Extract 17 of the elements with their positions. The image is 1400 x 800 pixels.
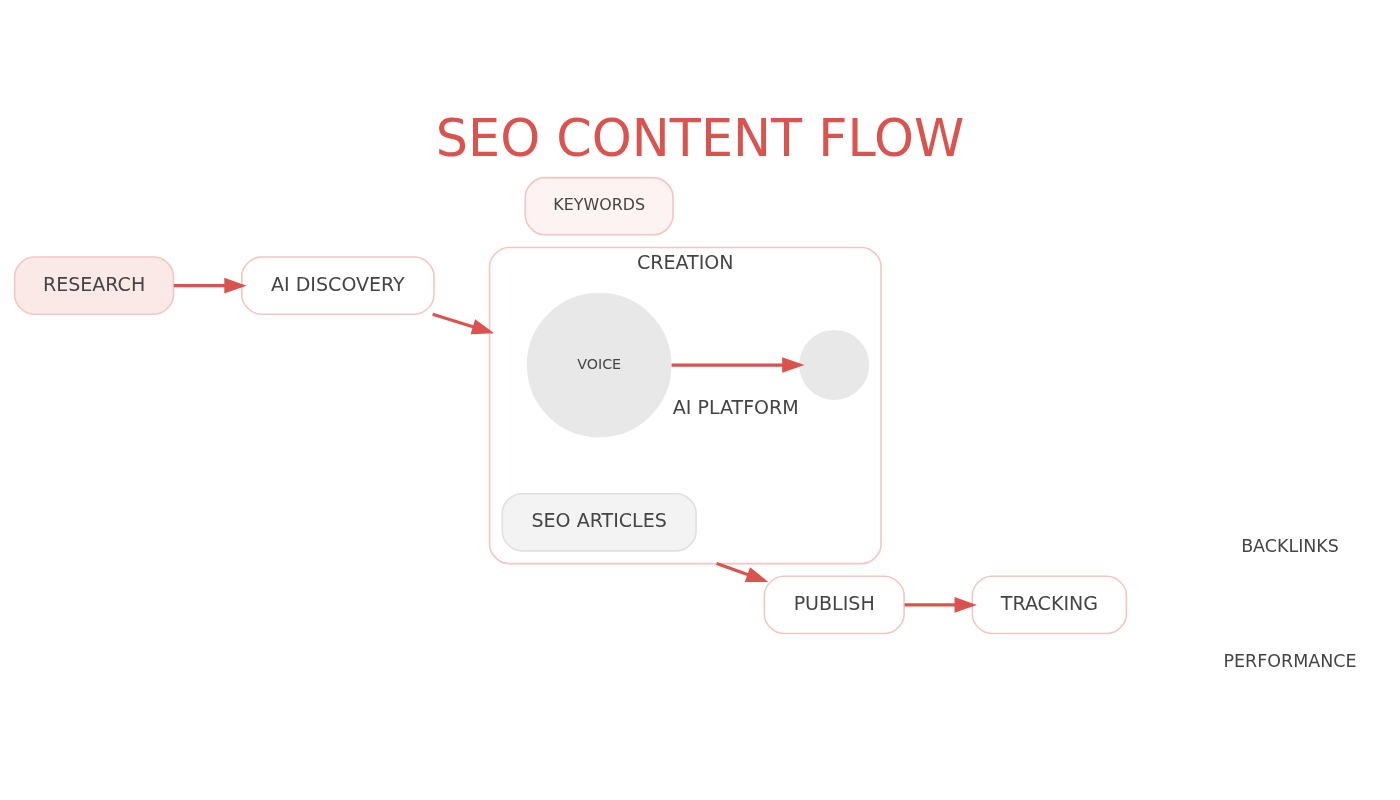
node-box: KEYWORDS <box>524 176 674 236</box>
node-circle: VOICE <box>526 292 672 438</box>
label: PERFORMANCE <box>1223 650 1357 671</box>
node-box: RESEARCH <box>13 256 175 316</box>
node-box: SEO ARTICLES <box>501 492 697 552</box>
label: BACKLINKS <box>1241 536 1339 557</box>
arrow <box>904 597 977 613</box>
node-box: TRACKING <box>971 575 1128 635</box>
arrow <box>432 312 495 335</box>
arrow <box>716 562 769 582</box>
diagram-title: SEO CONTENT FLOW <box>435 109 965 169</box>
arrow <box>671 357 805 373</box>
arrow <box>173 277 247 294</box>
node-box: AI DISCOVERY <box>241 256 435 316</box>
node-label: AI PLATFORM <box>672 396 799 419</box>
node-box: PUBLISH <box>763 575 905 635</box>
node-circle <box>799 330 870 400</box>
